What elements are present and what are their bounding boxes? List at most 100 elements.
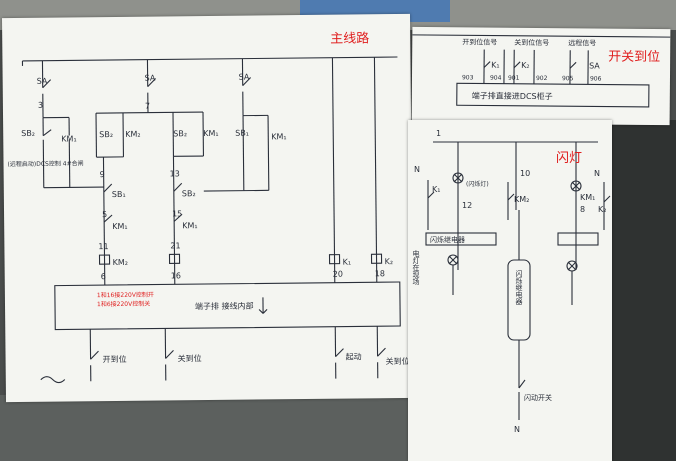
diagram-label: 1 (436, 129, 441, 138)
wire-stroke (448, 255, 458, 265)
coil-km-mid (168, 253, 181, 264)
diagram-label: K₂ (385, 257, 394, 266)
wire-stroke (603, 195, 611, 203)
wire-stroke (335, 348, 344, 358)
wire-stroke (43, 186, 104, 189)
diagram-label: N (514, 425, 520, 434)
branch-right (203, 58, 270, 192)
diagram-label: 电灯在现场 (412, 249, 420, 286)
diagram-label: KM₂ (125, 130, 140, 139)
diagram-label: SA (589, 61, 600, 70)
wire-stroke (165, 349, 174, 359)
diagram-label: 5 (102, 210, 107, 219)
diagram-label: KM₁ (271, 132, 286, 141)
diagram-label: SA (145, 74, 156, 83)
diagram-label: K₁ (343, 258, 352, 267)
diagram-label: KM₁ (61, 134, 76, 143)
diagram-label: 6 (101, 272, 106, 281)
diagram-label: SA (37, 77, 48, 86)
diagram-label: SB₁ (112, 190, 126, 199)
wire-stroke (483, 61, 491, 68)
diagram-label: KM₂ (514, 195, 529, 204)
flash-lamp-right (570, 180, 582, 192)
diagram-label: SB₂ (173, 129, 187, 138)
diagram-label: 7 (145, 102, 150, 111)
main-title: 主线路 (330, 30, 369, 46)
coil-k1 (328, 254, 341, 265)
wire-stroke (147, 78, 157, 88)
wire-stroke (42, 129, 52, 137)
wire-stroke (567, 261, 577, 271)
diagram-label: (闪烁灯) (466, 180, 489, 188)
wire-stroke (331, 57, 336, 283)
top-bus-line (22, 56, 398, 62)
wire-stroke (90, 350, 99, 360)
diagram-label: SA (239, 73, 250, 82)
wire-stroke (173, 213, 183, 222)
diagram-label: 端子排直接进DCS柜子 (472, 90, 553, 101)
wire-stroke (173, 182, 183, 192)
diagram-label: 关到位 (386, 356, 410, 366)
diagram-label: 18 (375, 269, 385, 278)
diagram-label: 905 (562, 75, 574, 82)
flash-lamp-drawing: 闪灯 1 10 12 8 N N K₁ K₂ KM₂ KM₁ (闪烁灯) 闪烁继… (412, 129, 611, 434)
diagram-label: 902 (536, 75, 548, 82)
red-note-1: 1和16接220V控制开 (97, 291, 154, 300)
branch-k-coils (328, 57, 383, 283)
diagram-label: 13 (170, 169, 180, 178)
diagram-label: 远程信号 (568, 38, 596, 47)
diagram-label: KM₁ (580, 193, 595, 202)
diagram-label: KM₁ (112, 222, 127, 231)
wire-stroke (242, 115, 245, 191)
flash-title: 闪灯 (556, 151, 582, 166)
switch-signal-drawing: 开到位信号 关到位信号 远程信号 K₁ K₂ SA 903 904 901 90… (412, 34, 671, 108)
diagram-label: 9 (100, 170, 105, 179)
diagram-label: 3 (38, 101, 43, 110)
diagram-label: 21 (170, 241, 180, 250)
diagram-label: 16 (171, 271, 181, 280)
diagram-label: 开到位信号 (462, 37, 497, 46)
flash-relay-box-right (557, 232, 599, 246)
diagram-label: 903 (462, 74, 474, 81)
diagram-label: SB₂ (182, 189, 196, 198)
wire-stroke (453, 173, 463, 183)
diagram-label: 906 (590, 75, 602, 82)
diagram-label: 闪烁继电器 (430, 235, 465, 244)
diagram-label: 904 (490, 75, 502, 82)
coil-km-left (98, 254, 111, 265)
wire-stroke (373, 57, 378, 283)
diagram-label: SB₂ (21, 129, 35, 138)
coil-k2 (370, 253, 383, 264)
diagram-label: 15 (172, 209, 182, 218)
diagram-label: N (414, 165, 420, 174)
wire-stroke (242, 77, 252, 87)
diagram-label: K₁ (491, 61, 500, 70)
background-floor (0, 395, 420, 461)
background-dark (612, 120, 676, 461)
diagram-label: K₂ (521, 61, 530, 70)
diagram-label: KM₂ (113, 258, 128, 267)
wire-stroke (262, 309, 268, 314)
wire-stroke (518, 379, 526, 389)
switch-signal-sheet: 开到位信号 关到位信号 远程信号 K₁ K₂ SA 903 904 901 90… (411, 26, 671, 126)
wire-stroke (507, 193, 515, 201)
wire-stroke (377, 347, 386, 357)
diagram-label: 关到位 (178, 353, 202, 363)
ground-symbol (40, 376, 66, 384)
main-circuit-drawing: 主线路 SA SA SA 3 7 SB₂ KM₁ SB₂ KM₂ SB₂ KM₁… (7, 30, 410, 384)
diagram-label: 关到位信号 (514, 38, 549, 47)
branch-mid (95, 59, 205, 286)
wire-stroke (42, 79, 52, 89)
diagram-label: 20 (333, 270, 343, 279)
diagram-label: 闪动开关 (524, 393, 552, 402)
wire-stroke (103, 183, 113, 193)
diagram-label: 开到位 (103, 354, 127, 364)
diagram-label: KM₁ (203, 129, 218, 138)
diagram-label: SB₂ (99, 130, 113, 139)
wire-stroke (95, 111, 204, 114)
dcs-terminal-box (456, 82, 650, 108)
wire-stroke (571, 181, 581, 191)
wire-stroke (42, 139, 45, 188)
wire-stroke (412, 34, 671, 38)
diagram-label: K₂ (598, 205, 606, 214)
